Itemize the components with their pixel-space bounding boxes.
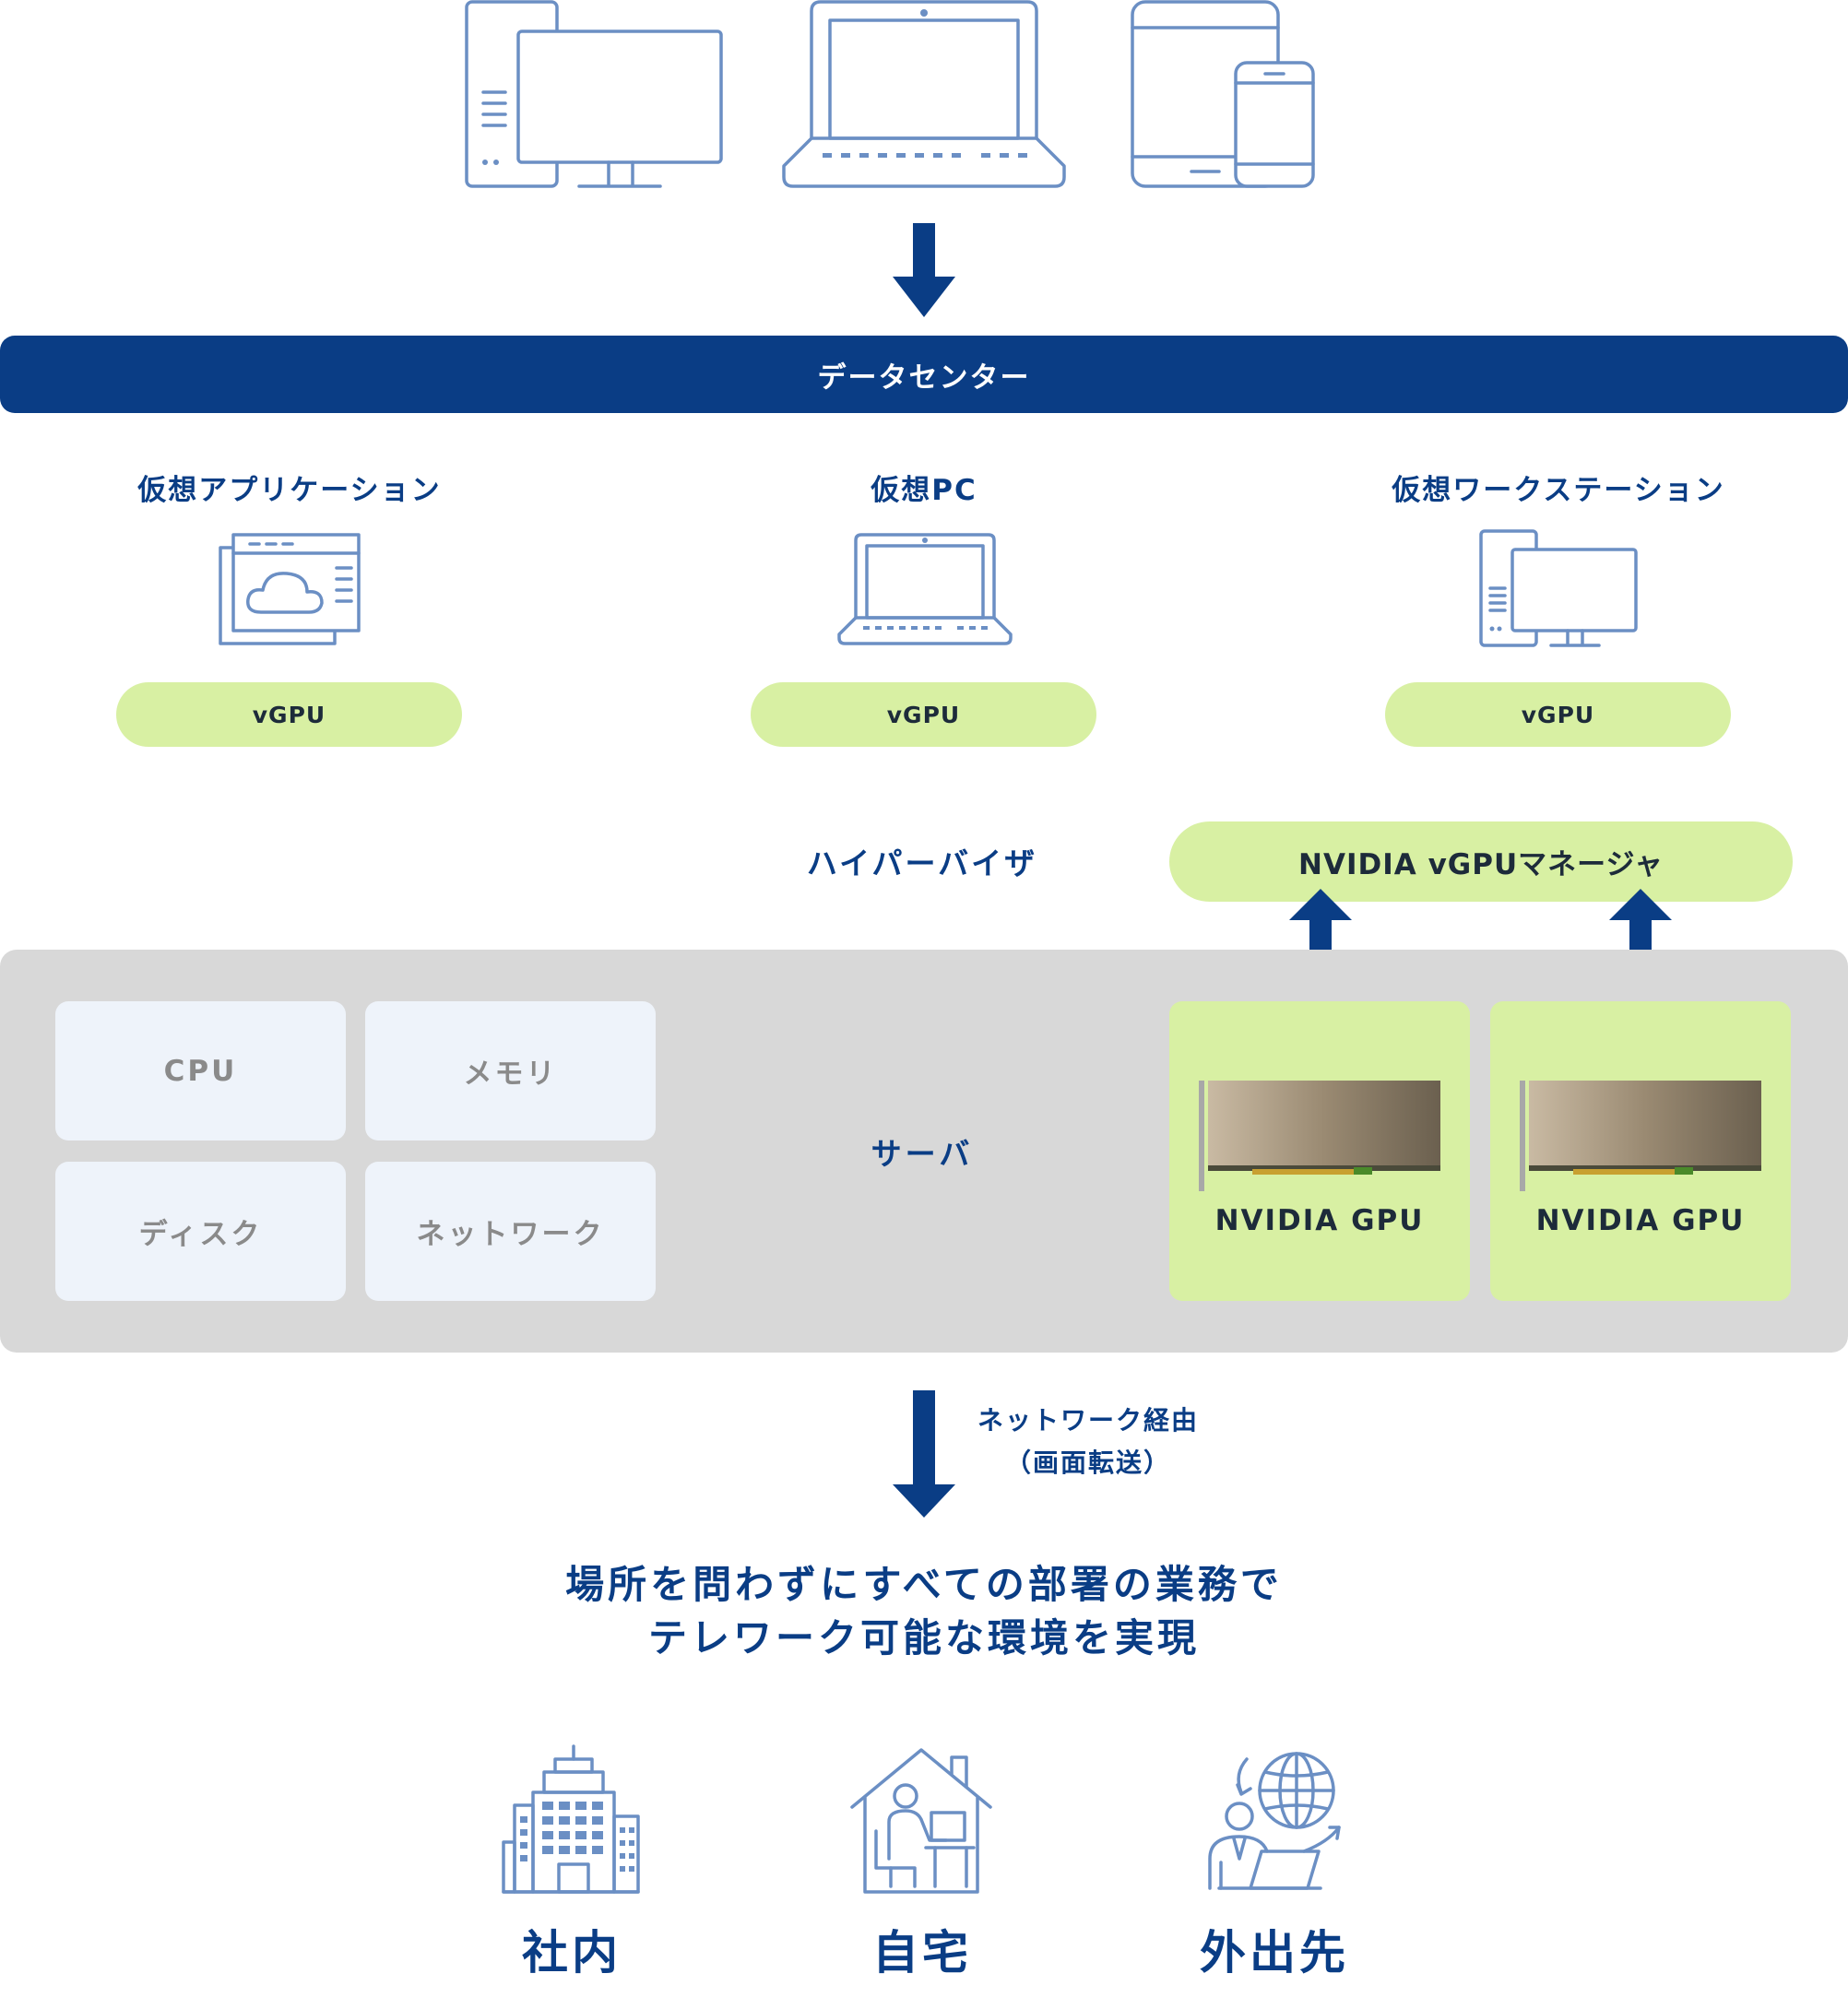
tablet-phone-icon [1131, 0, 1315, 188]
arrow-down-icon [893, 223, 955, 317]
network-caption: ネットワーク経由 （画面転送） [950, 1400, 1226, 1484]
desktop-pc-icon [465, 0, 723, 188]
remote-globe-icon [1208, 1752, 1341, 1890]
resource-network: ネットワーク [365, 1162, 656, 1301]
headline: 場所を問わずにすべての部署の業務で テレワーク可能な環境を実現 [369, 1558, 1479, 1665]
network-caption-line2: （画面転送） [1004, 1448, 1171, 1478]
vgpu-badge-pc: vGPU [751, 682, 1096, 747]
home-office-icon [850, 1748, 992, 1894]
vgpu-badge-app: vGPU [116, 682, 462, 747]
gpu-board-icon [1199, 1081, 1440, 1191]
vgpu-manager-badge: NVIDIA vGPUマネージャ [1169, 821, 1793, 902]
hypervisor-label: ハイパーバイザ [806, 845, 1038, 881]
place-label-office: 社内 [522, 1926, 622, 1979]
desktop-workstation-icon [1479, 529, 1638, 647]
headline-line2: テレワーク可能な環境を実現 [647, 1615, 1200, 1660]
gpu-board-icon [1520, 1081, 1761, 1191]
virtual-workstation-title: 仮想ワークステーション [1392, 474, 1725, 507]
cloud-app-window-icon [219, 533, 361, 645]
laptop-icon [782, 0, 1066, 188]
datacenter-label: データセンター [817, 360, 1031, 395]
vgpu-badge-workstation: vGPU [1385, 682, 1731, 747]
resource-disk: ディスク [55, 1162, 346, 1301]
gpu-label-1: NVIDIA GPU [1214, 1204, 1425, 1237]
office-building-icon [502, 1744, 640, 1894]
network-caption-line1: ネットワーク経由 [977, 1405, 1199, 1436]
headline-line1: 場所を問わずにすべての部署の業務で [565, 1562, 1283, 1607]
virtual-pc-title: 仮想PC [871, 474, 977, 507]
place-label-home: 自宅 [872, 1926, 972, 1979]
gpu-label-2: NVIDIA GPU [1535, 1204, 1746, 1237]
arrow-down-icon [893, 1390, 955, 1518]
datacenter-bar: データセンター [0, 336, 1848, 413]
laptop-icon [837, 533, 1013, 645]
virtual-app-title: 仮想アプリケーション [137, 474, 442, 507]
server-label: サーバ [871, 1136, 974, 1172]
place-label-outside: 外出先 [1200, 1926, 1349, 1979]
resource-memory: メモリ [365, 1001, 656, 1140]
resource-cpu: CPU [55, 1001, 346, 1140]
